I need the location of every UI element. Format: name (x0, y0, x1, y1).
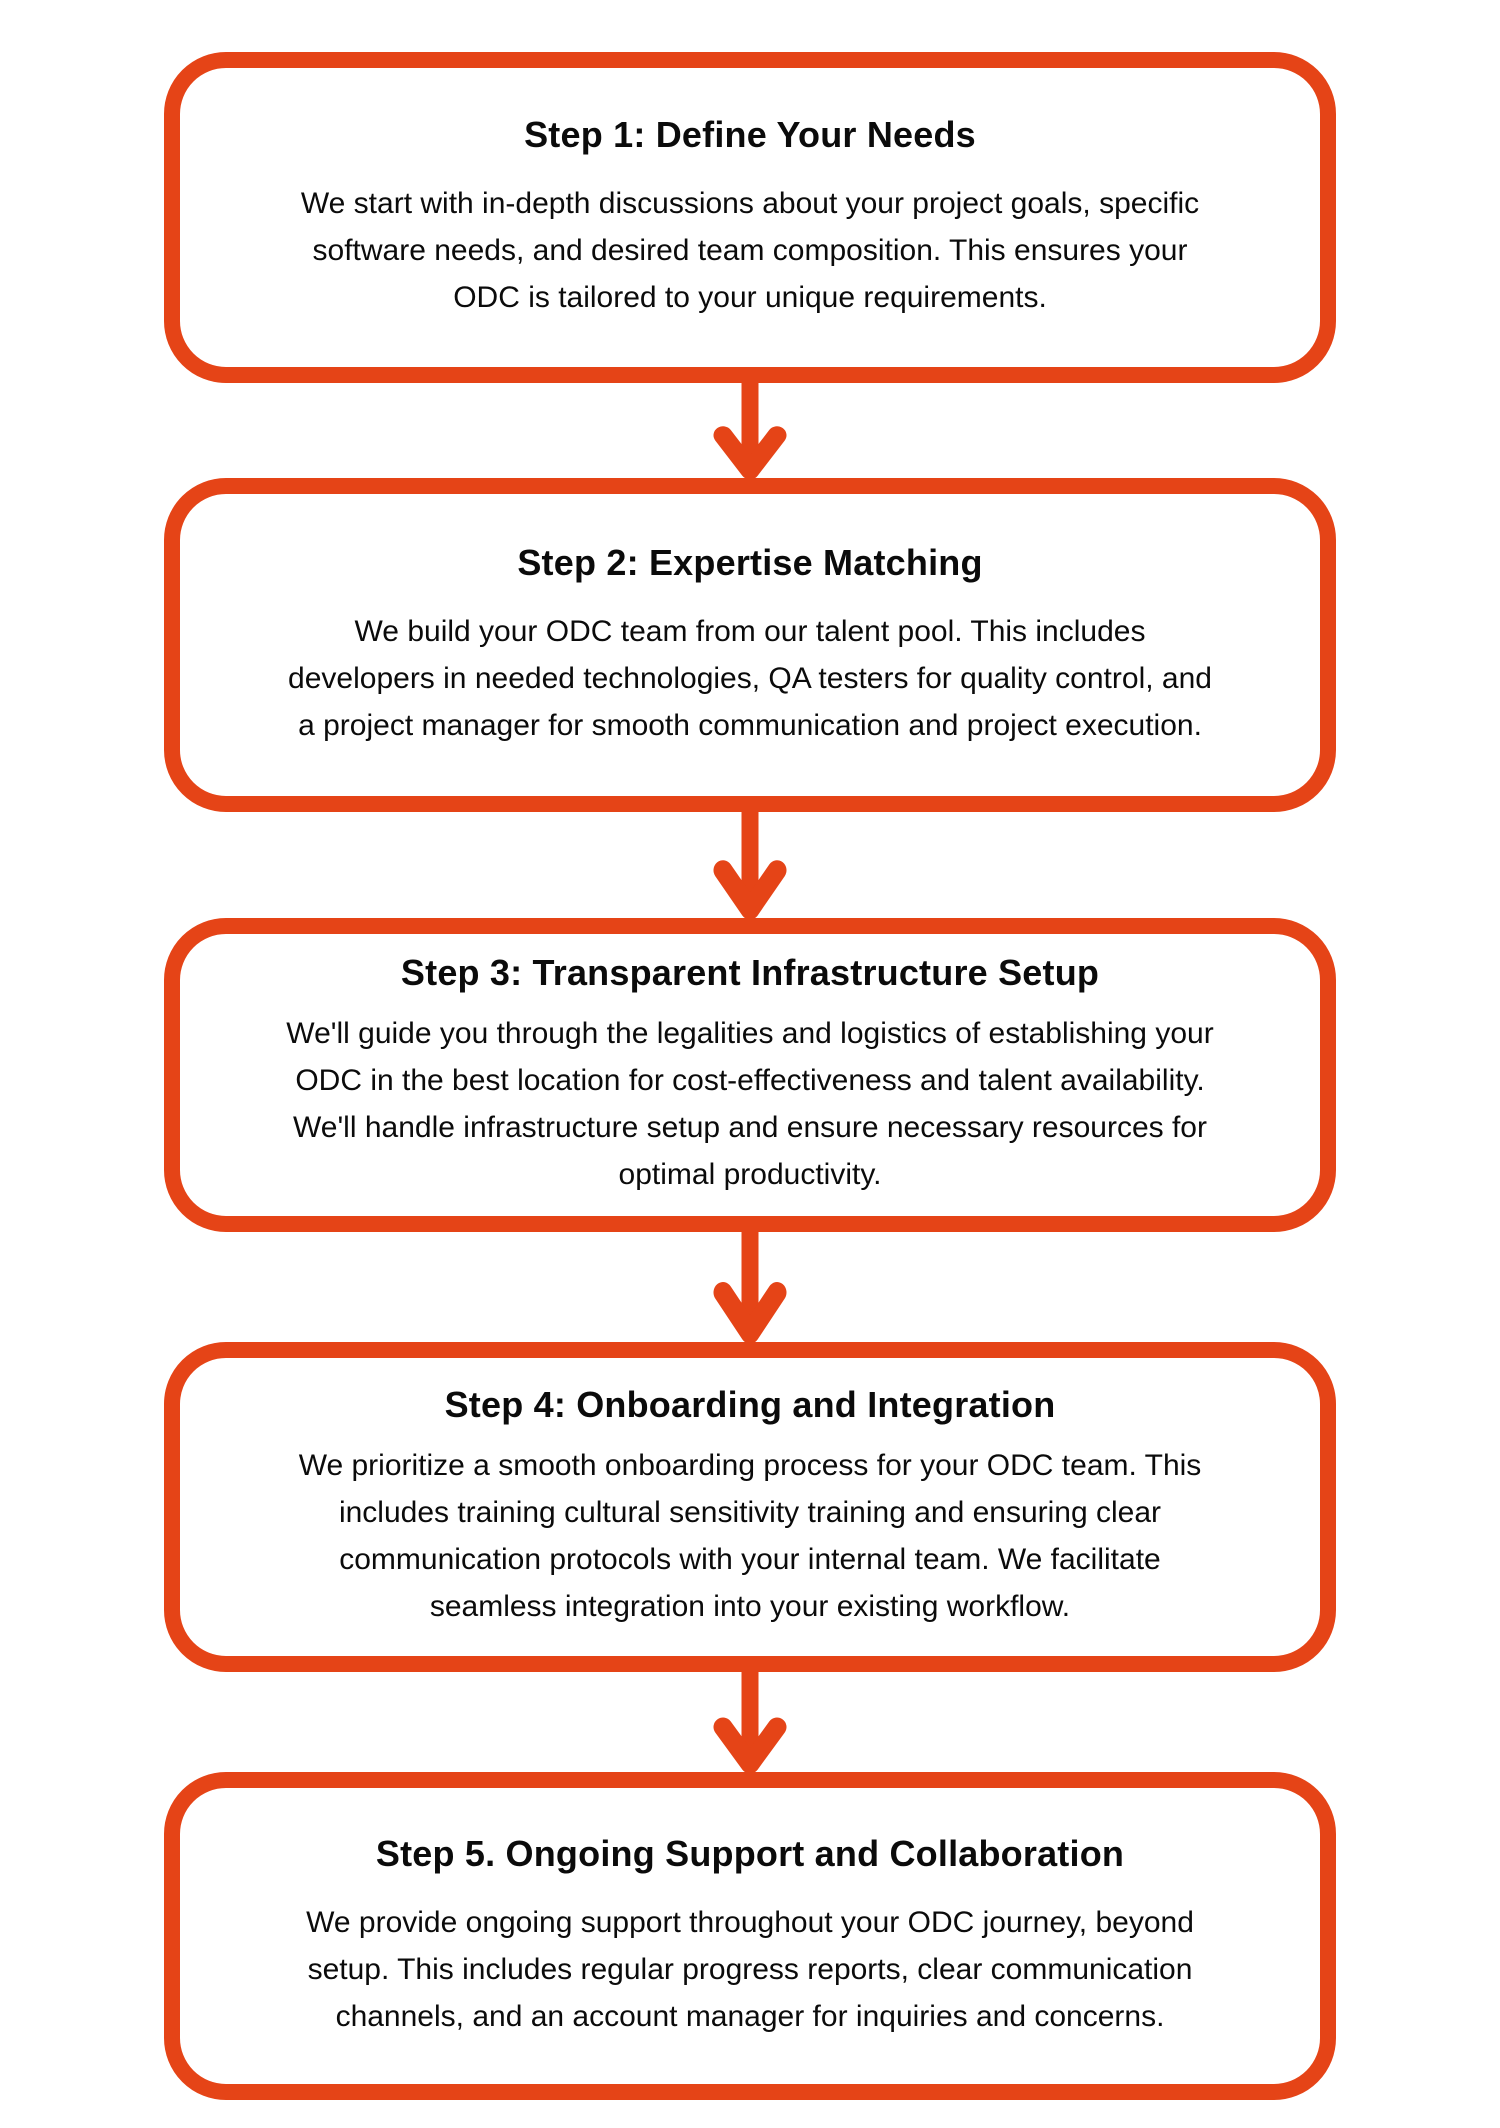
step-2-title: Step 2: Expertise Matching (517, 541, 983, 583)
step-2-description: We build your ODC team from our talent p… (288, 614, 1212, 742)
step-3-title: Step 3: Transparent Infrastructure Setup (400, 952, 1100, 993)
down-arrow-icon (713, 812, 787, 918)
step-4-title: Step 4: Onboarding and Integration (444, 1384, 1056, 1425)
down-arrow-icon (713, 1672, 787, 1772)
step-5-card: Step 5. Ongoing Support and Collaboratio… (164, 1772, 1336, 2100)
step-4-card: Step 4: Onboarding and Integration We pr… (164, 1342, 1336, 1672)
step-3-description: We'll guide you through the legalities a… (286, 1017, 1214, 1191)
step-5-title: Step 5. Ongoing Support and Collaboratio… (375, 1832, 1125, 1874)
down-arrow-icon (713, 383, 787, 478)
flow-connector-3 (710, 1232, 790, 1342)
odc-process-flowchart: Step 1: Define Your Needs We start with … (164, 0, 1336, 2100)
step-5-description: We provide ongoing support throughout yo… (306, 1905, 1194, 2033)
step-1-title: Step 1: Define Your Needs (524, 114, 976, 155)
flow-connector-1 (710, 383, 790, 478)
flow-connector-4 (710, 1672, 790, 1772)
step-2-card: Step 2: Expertise Matching We build your… (164, 478, 1336, 812)
step-1-description: We start with in-depth discussions about… (300, 187, 1200, 314)
down-arrow-icon (713, 1232, 787, 1342)
flow-connector-2 (710, 812, 790, 918)
step-1-card: Step 1: Define Your Needs We start with … (164, 52, 1336, 383)
step-3-card: Step 3: Transparent Infrastructure Setup… (164, 918, 1336, 1232)
step-4-description: We prioritize a smooth onboarding proces… (298, 1449, 1202, 1623)
